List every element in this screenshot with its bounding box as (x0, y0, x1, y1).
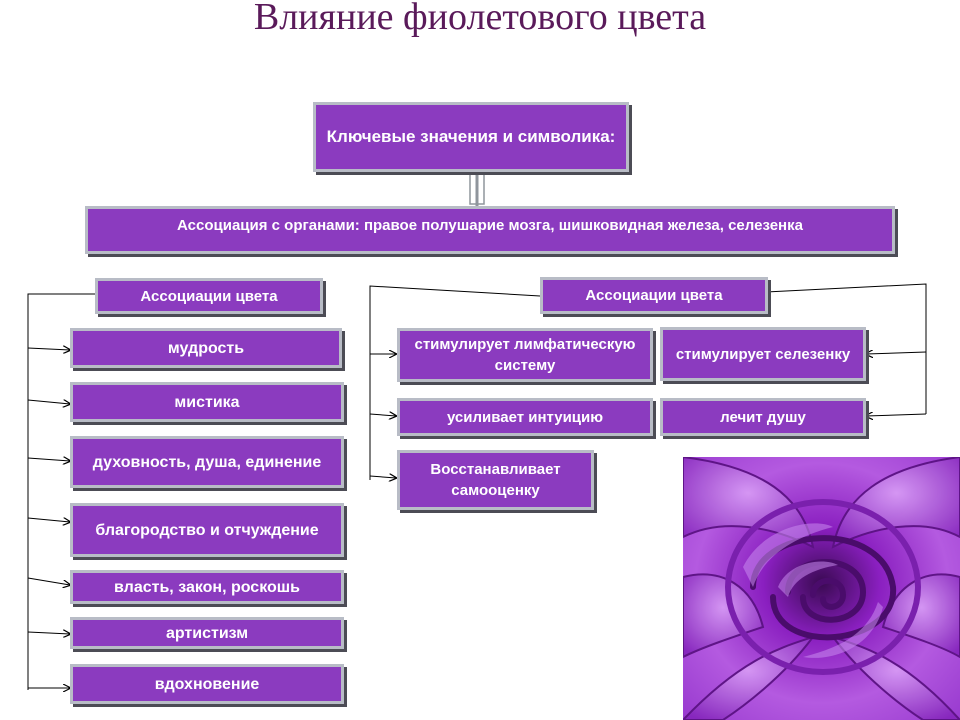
right-item-spleen: стимулирует селезенку (660, 327, 866, 381)
right-item-selfesteem: Восстанавливает самооценку (397, 450, 594, 510)
left-item-wisdom: мудрость (70, 328, 342, 368)
right-item-lymph: стимулирует лимфатическую систему (397, 328, 653, 382)
right-item-intuition: усиливает интуицию (397, 398, 653, 436)
organs-association-box: Ассоциация с органами: правое полушарие … (85, 206, 895, 254)
page-title: Влияние фиолетового цвета (253, 0, 707, 38)
right-associations-header: Ассоциации цвета (540, 277, 768, 314)
purple-rose-image (683, 457, 960, 720)
left-item-nobility: благородство и отчуждение (70, 503, 344, 557)
left-item-artistry: артистизм (70, 617, 344, 649)
left-bracket (27, 293, 95, 690)
right-bracket-left (369, 285, 541, 480)
left-item-inspiration: вдохновение (70, 664, 344, 704)
left-item-power: власть, закон, роскошь (70, 570, 344, 604)
left-item-spirituality: духовность, душа, единение (70, 436, 344, 488)
key-meanings-box: Ключевые значения и символика: (313, 102, 629, 172)
left-item-mystic: мистика (70, 382, 344, 422)
right-item-soul: лечит душу (660, 398, 866, 436)
key-to-organs-arrow (469, 169, 485, 210)
left-associations-header: Ассоциации цвета (95, 278, 323, 314)
right-bracket-right (765, 283, 927, 416)
